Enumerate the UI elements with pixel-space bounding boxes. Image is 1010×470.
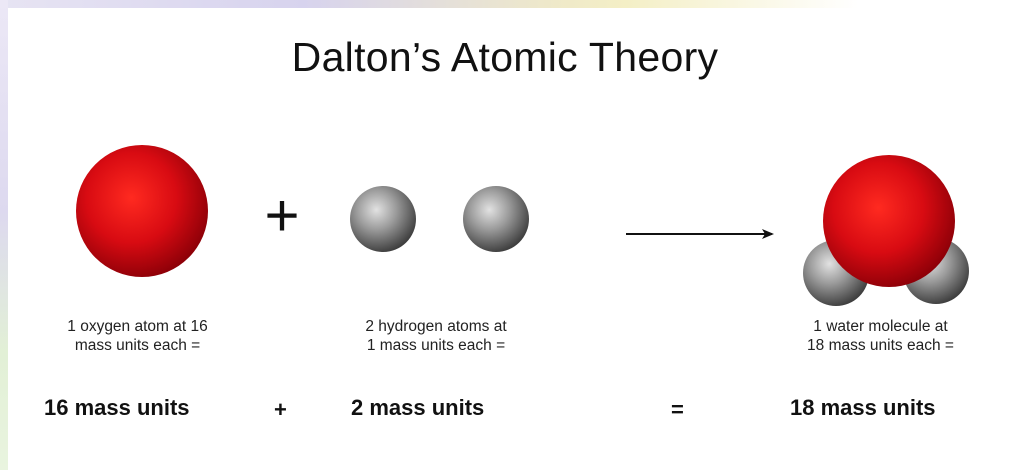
water-molecule — [803, 155, 969, 306]
water-label-line1: 1 water molecule at — [813, 318, 948, 335]
hydrogen-label: 2 hydrogen atoms at 1 mass units each = — [325, 317, 547, 355]
oxygen-atom — [76, 145, 208, 277]
plus-sign-small: + — [274, 397, 287, 422]
oxygen-label: 1 oxygen atom at 16 mass units each = — [30, 317, 245, 355]
hydrogen-total: 2 mass units — [351, 395, 485, 420]
hydrogen-atom-2 — [463, 186, 529, 252]
water-oxygen — [823, 155, 955, 287]
hydrogen-label-line2: 1 mass units each = — [366, 337, 506, 354]
hydrogen-label-line1: 2 hydrogen atoms at — [365, 318, 507, 335]
equals-sign: = — [671, 397, 684, 422]
decorative-top-band — [0, 0, 1010, 8]
oxygen-total: 16 mass units — [44, 395, 190, 420]
hydrogen-atom-1 — [350, 186, 416, 252]
oxygen-label-line2: mass units each = — [74, 337, 201, 354]
diagram-title: Dalton’s Atomic Theory — [291, 34, 719, 80]
water-label: 1 water molecule at 18 mass units each = — [768, 317, 993, 355]
plus-sign-large: + — [264, 182, 299, 249]
oxygen-label-line1: 1 oxygen atom at 16 — [67, 318, 208, 335]
water-total: 18 mass units — [790, 395, 936, 420]
decorative-left-band — [0, 0, 8, 470]
water-label-line2: 18 mass units each = — [807, 337, 954, 354]
